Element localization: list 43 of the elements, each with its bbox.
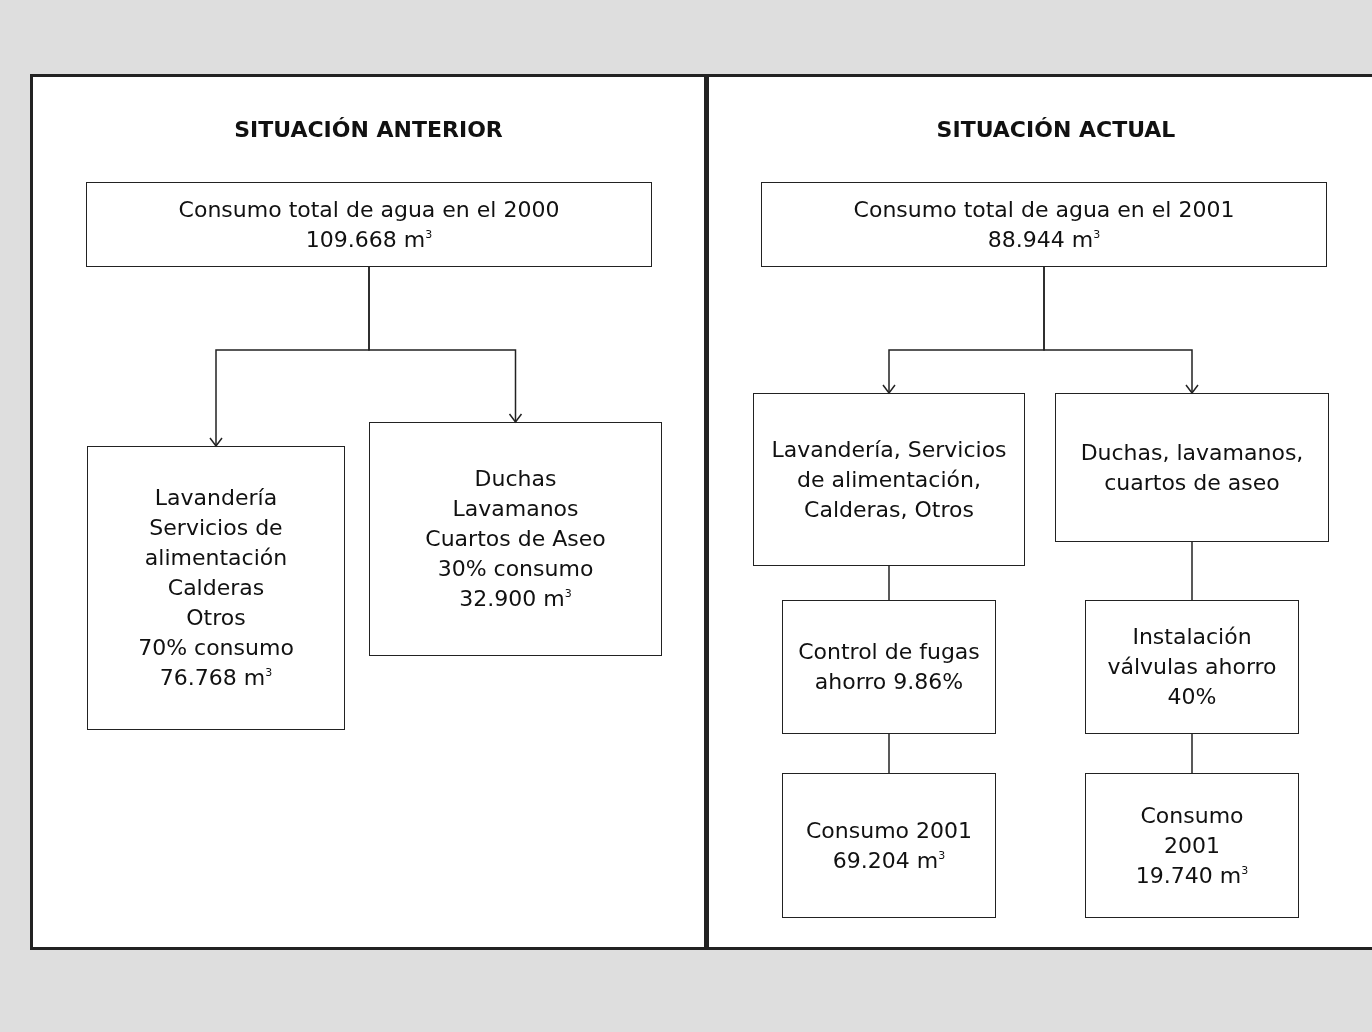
box-text: Consumo 2001	[805, 816, 972, 845]
box-text: Control de fugas ahorro 9.86%	[797, 638, 981, 696]
box-text: 70% consumo	[138, 634, 294, 662]
panel	[706, 74, 1372, 950]
box-text: 69.204 m$^{3}$	[832, 846, 946, 875]
connector-line	[1191, 541, 1193, 601]
panel-heading: SITUACIÓN ANTERIOR	[234, 116, 503, 144]
process-box	[1085, 600, 1299, 734]
process-box	[87, 446, 345, 730]
box-text: Lavamanos	[452, 495, 579, 523]
box-text: Lavandería	[154, 484, 278, 512]
box-text: Servicios de alimentación	[143, 514, 289, 572]
connector-line	[888, 565, 890, 601]
box-text: 32.900 m$^{3}$	[459, 585, 572, 613]
box-text: 76.768 m$^{3}$	[159, 664, 273, 692]
process-box	[86, 182, 652, 267]
arrow	[1043, 266, 1199, 394]
connector-line	[1191, 733, 1193, 774]
box-text: Duchas	[474, 465, 557, 493]
box-text: Consumo total de agua en el 2000	[178, 195, 560, 224]
connector-line	[888, 733, 890, 774]
box-text: 19.740 m$^{3}$	[1135, 861, 1249, 890]
process-box	[753, 393, 1025, 566]
panel-heading: SITUACIÓN ACTUAL	[936, 116, 1176, 144]
box-text: Otros	[186, 604, 246, 632]
box-text: 109.668 m$^{3}$	[305, 225, 433, 254]
process-box	[782, 773, 996, 918]
box-text: Calderas	[167, 574, 265, 602]
process-box	[782, 600, 996, 734]
box-text: Duchas, lavamanos, cuartos de aseo	[1079, 438, 1305, 497]
process-box	[1055, 393, 1329, 542]
box-text: Consumo total de agua en el 2001	[853, 195, 1235, 224]
box-text: Cuartos de Aseo	[425, 525, 606, 553]
box-text: Instalación válvulas ahorro 40%	[1106, 623, 1278, 711]
panel	[30, 74, 707, 950]
process-box	[761, 182, 1327, 267]
box-text: Consumo 2001	[1139, 801, 1245, 860]
process-box	[369, 422, 662, 656]
process-box	[1085, 773, 1299, 918]
box-text: 88.944 m$^{3}$	[987, 225, 1101, 254]
box-text: Lavandería, Servicios de alimentación, Calderas, Otros	[770, 435, 1008, 524]
box-text: 30% consumo	[437, 555, 594, 583]
arrow	[368, 266, 523, 423]
